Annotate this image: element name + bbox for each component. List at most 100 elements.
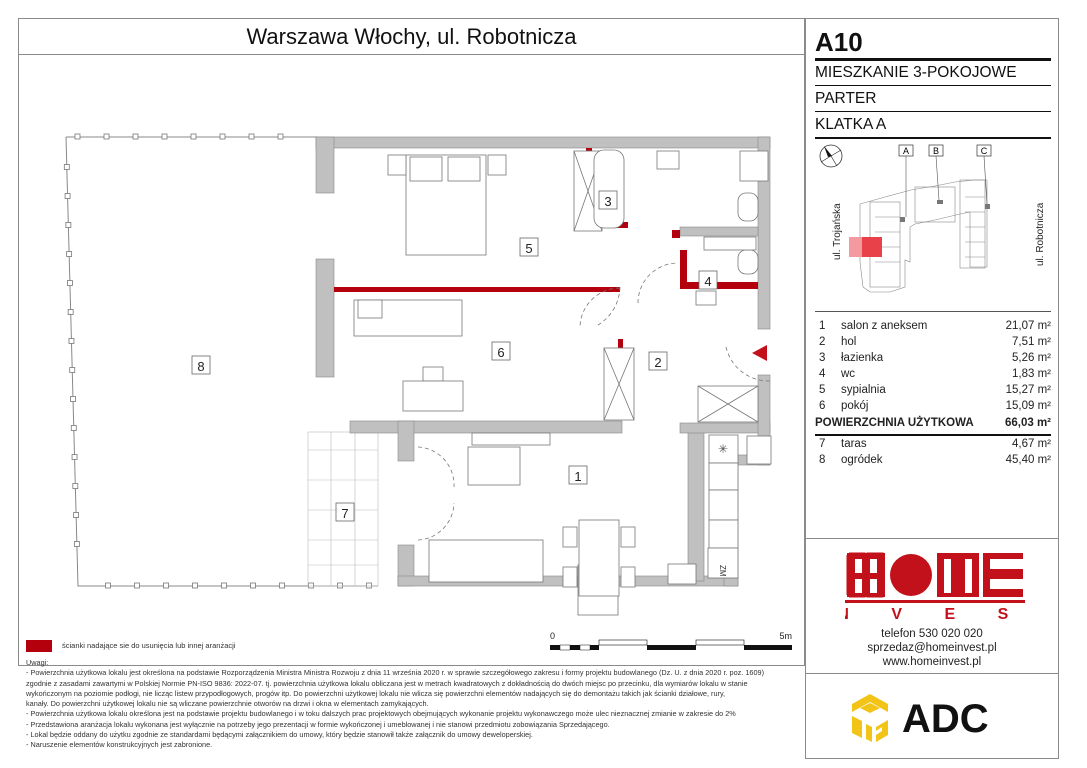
svg-text:A: A	[903, 146, 909, 156]
boiler	[739, 150, 769, 182]
svg-text:8: 8	[197, 359, 204, 374]
room-num: 1	[819, 319, 826, 332]
note-line: - Przedstawiona aranżacja lokalu wykonan…	[26, 719, 610, 729]
divider	[815, 137, 1051, 139]
room-area: 4,67 m²	[1012, 437, 1051, 450]
entrance-arrow-icon	[752, 345, 767, 361]
room-label-3: 3	[598, 190, 618, 210]
extractor-icon: ✳	[718, 442, 728, 456]
scale-bar: 0 5m	[550, 631, 792, 651]
svg-text:C: C	[981, 146, 988, 156]
room-num: 8	[819, 453, 826, 466]
room-name: łazienka	[841, 351, 884, 364]
svg-text:B: B	[933, 146, 939, 156]
brand-area	[805, 538, 1059, 674]
room-label-5: 5	[519, 237, 539, 257]
room-label-4: 4	[698, 270, 718, 290]
room-name: taras	[841, 437, 867, 450]
room-name: pokój	[841, 399, 869, 412]
room-name: hol	[841, 335, 857, 348]
staircase-label-b: B	[928, 144, 944, 201]
note-line: - Lokal będzie oddany do użytku zgodnie …	[26, 730, 533, 740]
note-line: kanały. Do powierzchni użytkowej lokalu …	[26, 699, 429, 709]
svg-text:5m: 5m	[779, 631, 792, 641]
dining-table	[578, 519, 620, 597]
note-line: zgodnie z zasadami zawartymi w Polskiej …	[26, 678, 748, 688]
divider	[815, 311, 1051, 312]
room-area: 7,51 m²	[1012, 335, 1051, 348]
room-num: 2	[819, 335, 826, 348]
room-label-8: 8	[191, 355, 211, 375]
room-label-6: 6	[491, 341, 511, 361]
site-map: A B C ul. Trojańska ul. Robotnicza	[819, 144, 1046, 293]
removable-walls	[334, 148, 758, 397]
room-name: ogródek	[841, 453, 883, 466]
room-label-1: 1	[568, 465, 588, 485]
svg-text:7: 7	[341, 506, 348, 521]
legend-text: ścianki nadające sie do usunięcia lub in…	[62, 641, 236, 650]
staircase-label-a: A	[898, 144, 914, 217]
coffee-table	[467, 446, 521, 486]
cooktop	[667, 563, 697, 585]
svg-text:I N V E S T: I N V E S T	[845, 606, 1027, 623]
sofa	[428, 539, 544, 583]
legend-swatch	[26, 640, 52, 652]
terrace-tiles	[307, 431, 379, 587]
divider	[815, 58, 1051, 61]
note-line: wykończonym na poziomie podłogi, nie lic…	[26, 688, 726, 698]
room-row: 6 pokój 15,09 m²	[815, 398, 1051, 414]
fridge-label: ZM	[718, 565, 727, 577]
room-num: 6	[819, 399, 826, 412]
room-name: salon z aneksem	[841, 319, 928, 332]
room-label-7: 7	[335, 502, 355, 522]
total-label: POWIERZCHNIA UŻYTKOWA	[815, 414, 997, 436]
room-row: 8 ogródek 45,40 m²	[815, 452, 1051, 468]
room-area: 45,40 m²	[1005, 453, 1051, 466]
apartment-staircase: KLATKA A	[815, 116, 887, 133]
room-area: 15,27 m²	[1005, 383, 1051, 396]
svg-text:3: 3	[604, 194, 611, 209]
compass-icon	[819, 144, 843, 168]
phone-text: telefon 530 020 020	[881, 628, 983, 640]
street-label-left: ul. Trojańska	[832, 203, 843, 260]
note-line: - Powierzchnia użytkowa lokalu jest okre…	[26, 668, 765, 678]
home-invest-logo: I N V E S T	[845, 552, 1027, 623]
website-link[interactable]: www.homeinvest.pl	[882, 656, 982, 668]
apartment-code: A10	[815, 27, 863, 57]
washbasin	[695, 290, 717, 306]
room-num: 4	[819, 367, 826, 380]
notes-title: Uwagi:	[26, 658, 49, 667]
svg-text:6: 6	[497, 345, 504, 360]
door-swings	[417, 262, 771, 541]
note-line: - Naruszenie elementów konstrukcyjnych j…	[26, 740, 213, 750]
svg-text:1: 1	[574, 469, 581, 484]
apartment-floor: PARTER	[815, 90, 877, 107]
total-area: 66,03 m²	[996, 414, 1051, 436]
room-area: 1,83 m²	[1012, 367, 1051, 380]
room-area: 5,26 m²	[1012, 351, 1051, 364]
apartment-highlight	[862, 237, 882, 257]
room-row: 2 hol 7,51 m²	[815, 334, 1051, 350]
notes: Uwagi: - Powierzchnia użytkowa lokalu je…	[26, 658, 802, 751]
divider	[815, 85, 1051, 86]
floor-plan: ✳ ZM 1 2 3 4 5 6 7 8	[63, 133, 772, 616]
toilet	[737, 249, 759, 275]
washbasin	[656, 150, 680, 170]
room-label-2: 2	[648, 351, 668, 371]
room-num: 3	[819, 351, 826, 364]
svg-text:0: 0	[550, 631, 555, 641]
divider	[815, 111, 1051, 112]
developer-name: ADC	[902, 697, 989, 741]
email-link[interactable]: sprzedaz@homeinvest.pl	[867, 642, 997, 654]
room-row: 4 wc 1,83 m²	[815, 366, 1051, 382]
room-num: 5	[819, 383, 826, 396]
adc-logo: ADC	[852, 694, 989, 742]
total-area-row: POWIERZCHNIA UŻYTKOWA 66,03 m²	[815, 414, 1051, 436]
toilet	[737, 192, 759, 222]
svg-text:5: 5	[525, 241, 532, 256]
room-name: wc	[841, 367, 856, 380]
room-area: 15,09 m²	[1005, 399, 1051, 412]
